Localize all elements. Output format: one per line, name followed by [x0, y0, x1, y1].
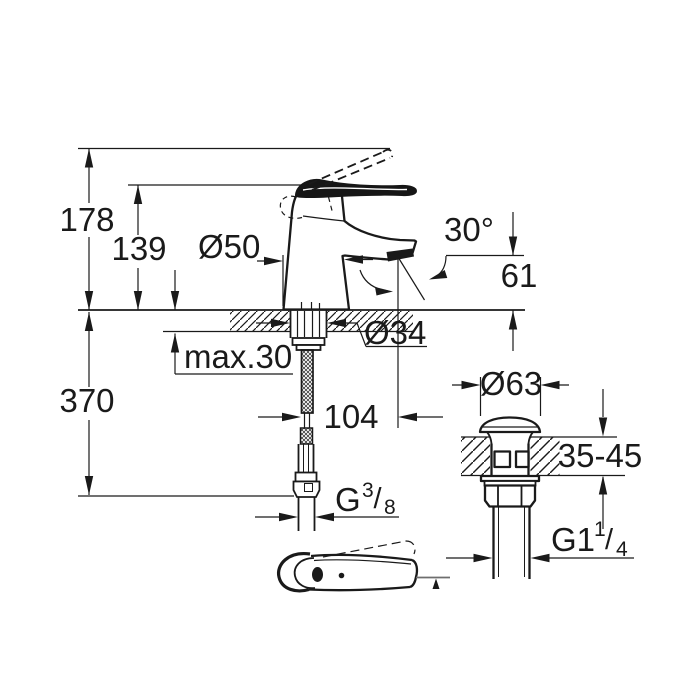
supply-thread-denominator: 8 [384, 496, 396, 519]
supply-nipple [297, 497, 316, 531]
supply-thread-base: G [335, 481, 361, 518]
dim-label-outlet-height: 61 [501, 257, 538, 294]
dim-label-spout-height: 139 [111, 230, 166, 267]
waste-thread-base: G1 [551, 521, 595, 558]
faucet-underdeck [289, 310, 328, 531]
dimension-labels: 178 139 Ø50 30° 61 Ø34 max.30 370 104 Ø6… [59, 201, 642, 561]
waste-thread-denominator: 4 [616, 538, 628, 561]
deck-hatching [230, 311, 560, 476]
threaded-rod [300, 349, 314, 414]
hose-collar [294, 471, 318, 483]
dim-label-supply-length: 370 [59, 382, 114, 419]
waste-thread-numerator: 1 [594, 518, 606, 541]
popup-waste-drain [478, 416, 542, 579]
lever-raised-dashed [308, 148, 394, 191]
shank-flange [291, 337, 326, 346]
waste-thread-slash: / [605, 524, 614, 556]
waste-tailpipe [492, 506, 531, 579]
waste-overflow-window [493, 450, 512, 469]
dim-label-max-deck: max.30 [184, 338, 292, 375]
dim-label-waste-cap-diameter: Ø63 [480, 365, 542, 402]
waste-cap-dome [478, 416, 542, 434]
waste-overflow-window [514, 450, 530, 469]
dim-label-supply-thread: G 3 / 8 [335, 479, 396, 519]
dimension-arrows [84, 148, 634, 563]
dim-label-waste-deck-range: 35-45 [558, 437, 642, 474]
dim-label-base-diameter: Ø50 [198, 228, 260, 265]
dim-label-total-height: 178 [59, 201, 114, 238]
aerator [386, 248, 414, 262]
supply-thread-slash: / [374, 483, 383, 515]
dim-label-waste-thread: G1 1 / 4 [551, 518, 628, 561]
hose-ferrule [299, 427, 314, 445]
waste-locknut [483, 484, 537, 508]
dim-label-shank-diameter: Ø34 [364, 314, 426, 351]
dim-label-spout-angle: 30° [444, 211, 494, 248]
supply-thread-numerator: 3 [362, 479, 374, 502]
handle-top-view [276, 540, 450, 593]
faucet-body [279, 148, 418, 311]
dim-label-spout-reach: 104 [323, 398, 378, 435]
